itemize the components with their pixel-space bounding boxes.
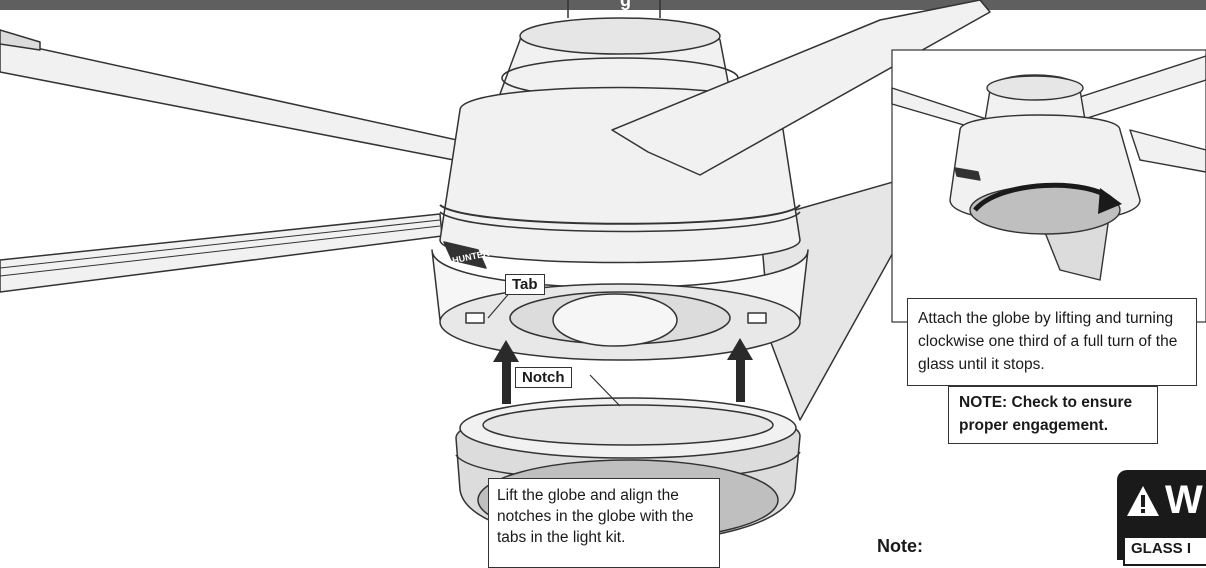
warning-subtitle: GLASS I [1123,536,1206,566]
lift-arrows [493,338,753,404]
warning-title: W [1165,478,1203,522]
fan-blade-front-right [611,0,991,176]
inset-detail [891,49,1206,323]
fan-illustration: HUNTER [0,0,1206,544]
tab-label: Tab [505,274,545,295]
warning-box: W GLASS I [1117,470,1206,566]
header-bar: g [0,0,1206,10]
globe-instruction: Lift the globe and align the notches in … [488,478,720,568]
header-title: g [620,0,631,10]
notch-label: Notch [515,367,572,388]
inset-instruction: Attach the globe by lifting and turning … [907,298,1197,386]
warning-triangle-icon [1127,486,1159,516]
inset-note: NOTE: Check to ensure proper engagement. [948,386,1158,444]
fan-blade-lower-left [0,213,443,293]
note-label: Note: [877,536,923,556]
